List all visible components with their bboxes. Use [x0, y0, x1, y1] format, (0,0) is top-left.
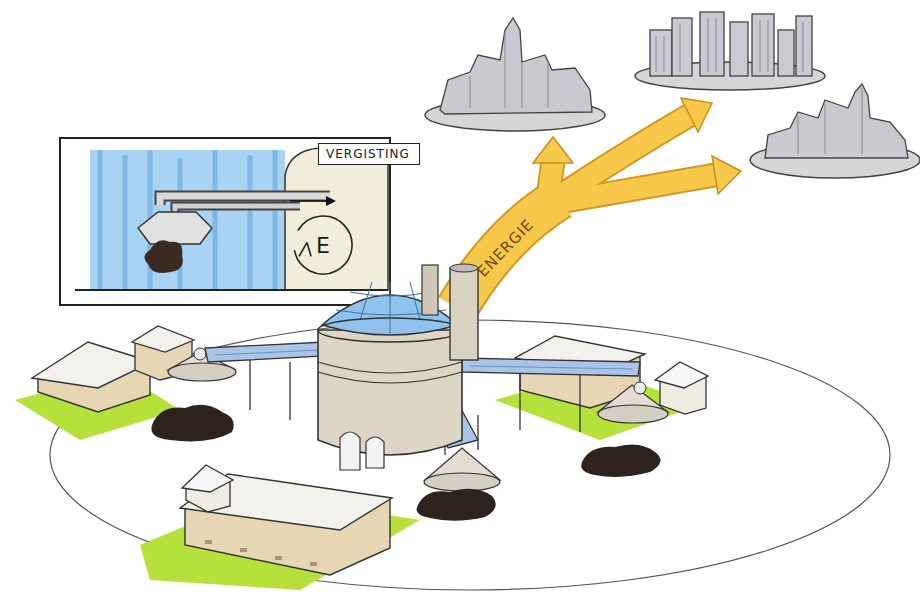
city-left	[425, 18, 605, 131]
arrow-label: ENERGIE	[474, 215, 538, 280]
farm-right	[495, 336, 708, 477]
city-top	[635, 12, 825, 90]
energy-arrow	[457, 98, 741, 308]
digester	[318, 264, 478, 470]
node-text: VERGISTING	[326, 147, 412, 161]
city-right	[750, 84, 920, 178]
node-text: E	[316, 233, 330, 258]
energy-cycle: E	[291, 213, 355, 277]
hopper-front	[417, 448, 501, 521]
farm-left	[15, 326, 236, 441]
farm-front	[140, 465, 420, 590]
title-tag: VERGISTING	[318, 143, 420, 165]
